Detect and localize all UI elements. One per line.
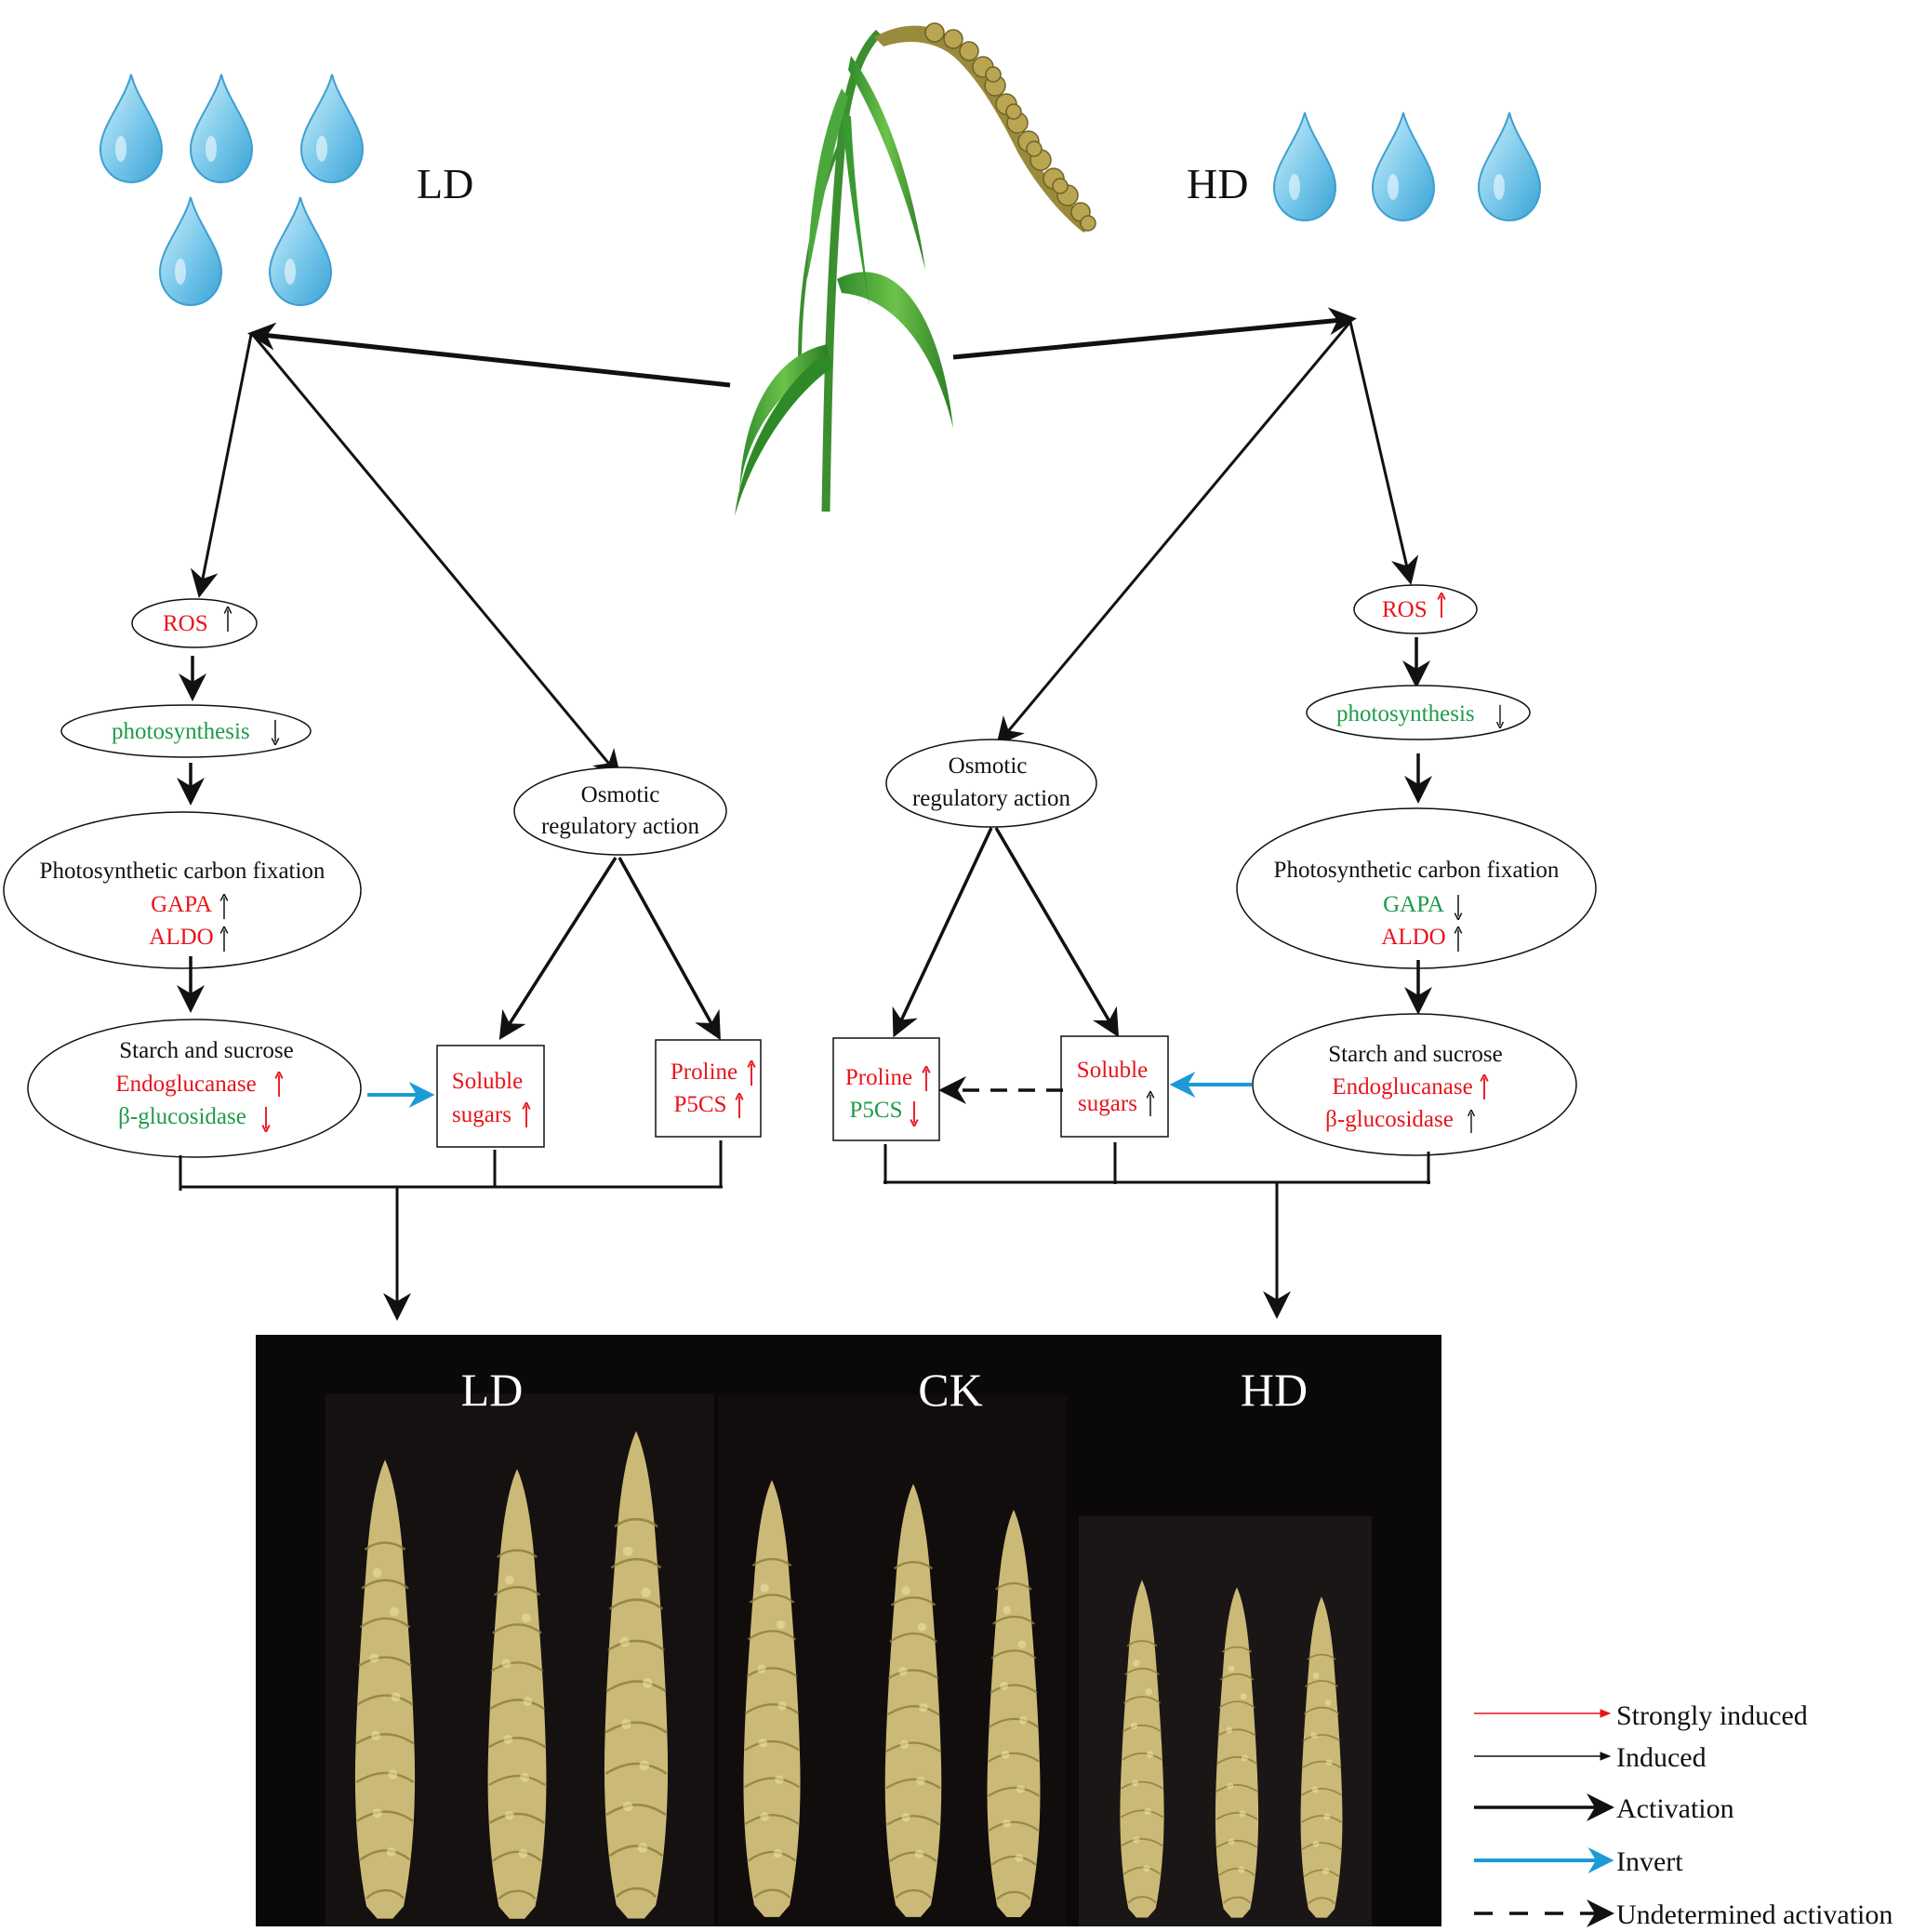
panicle-photo-panel: LD CK HD — [256, 1335, 1441, 1926]
ld-osmotic-node — [513, 766, 727, 856]
hd-gapa-label: GAPA — [1383, 892, 1444, 917]
water-drop-icon — [269, 196, 332, 306]
ld-pathway: ROS photosynthesis Photosynthetic carbon… — [3, 598, 762, 1321]
millet-plant-illustration — [735, 22, 1096, 516]
hd-osmotic-line1: Osmotic — [949, 753, 1028, 779]
water-drops-hd — [1272, 111, 1542, 222]
ld-soluble-line2: sugars — [452, 1102, 511, 1127]
legend-strongly-induced-label: Strongly induced — [1616, 1700, 1808, 1731]
hd-ros-label: ROS — [1382, 597, 1428, 622]
ld-proline-line1: Proline — [671, 1059, 737, 1085]
hd-osmotic-line2: regulatory action — [912, 786, 1071, 811]
water-drop-icon — [1272, 111, 1337, 222]
ld-glucosidase-label: β-glucosidase — [118, 1104, 246, 1129]
hd-proline-line1: Proline — [845, 1065, 912, 1090]
hd-photosynthesis-node — [1306, 685, 1531, 740]
water-drop-icon — [100, 73, 163, 183]
ld-top-label: LD — [417, 160, 473, 207]
legend-undetermined-label: Undetermined activation — [1616, 1899, 1893, 1930]
ld-aldo-label: ALDO — [149, 925, 213, 950]
hd-osmotic-node — [885, 739, 1097, 828]
hd-top-label: HD — [1187, 160, 1248, 207]
ld-osmotic-line1: Osmotic — [581, 782, 660, 807]
hd-ros-node — [1353, 584, 1478, 634]
ld-carbon-title: Photosynthetic carbon fixation — [40, 859, 325, 884]
ld-starch-sucrose-node — [27, 1019, 362, 1158]
ld-endoglucanase-label: Endoglucanase — [115, 1072, 256, 1097]
hd-carbon-title: Photosynthetic carbon fixation — [1274, 858, 1560, 883]
ld-gapa-label: GAPA — [151, 892, 212, 917]
hd-proline-box — [832, 1037, 940, 1141]
legend-induced-label: Induced — [1616, 1742, 1707, 1773]
ld-photosynthesis-label: photosynthesis — [112, 719, 250, 744]
hd-carbon-fixation-node — [1236, 807, 1597, 969]
water-drop-icon — [159, 196, 222, 306]
photo-label-hd: HD — [1241, 1364, 1308, 1416]
hd-starch-sucrose-node — [1252, 1013, 1577, 1156]
hd-endoglucanase-label: Endoglucanase — [1332, 1074, 1472, 1099]
hd-soluble-line2: sugars — [1078, 1091, 1137, 1116]
hd-photosynthesis-label: photosynthesis — [1336, 701, 1475, 726]
legend: Strongly induced Induced Activation Inve… — [1474, 1700, 1893, 1930]
hd-soluble-line1: Soluble — [1077, 1058, 1148, 1083]
legend-activation-label: Activation — [1616, 1793, 1734, 1824]
water-drop-icon — [300, 73, 364, 183]
ld-p5cs-line2: P5CS — [674, 1092, 727, 1117]
photo-label-ck: CK — [918, 1364, 982, 1416]
top-connectors — [190, 307, 1419, 779]
ld-soluble-sugars-box — [436, 1045, 545, 1148]
hd-merge-bracket — [883, 1142, 1430, 1319]
ld-photosynthesis-node — [60, 704, 312, 758]
ld-merge-bracket — [179, 1140, 723, 1321]
ld-soluble-line1: Soluble — [452, 1069, 523, 1094]
ld-ros-label: ROS — [163, 611, 208, 636]
water-drop-icon — [190, 73, 253, 183]
hd-aldo-label: ALDO — [1381, 925, 1445, 950]
photo-label-ld: LD — [461, 1364, 524, 1416]
water-drop-icon — [1477, 111, 1542, 222]
ld-osmotic-line2: regulatory action — [541, 814, 700, 839]
hd-pathway: ROS photosynthesis Photosynthetic carbon… — [832, 584, 1597, 1319]
ld-proline-box — [655, 1039, 762, 1138]
ld-carbon-fixation-node — [3, 811, 362, 969]
water-drop-icon — [1371, 111, 1436, 222]
hd-starch-title: Starch and sucrose — [1328, 1042, 1502, 1067]
hd-p5cs-line2: P5CS — [850, 1098, 903, 1123]
water-drops-ld — [100, 73, 364, 306]
ld-starch-title: Starch and sucrose — [119, 1038, 293, 1063]
hd-glucosidase-label: β-glucosidase — [1325, 1107, 1454, 1132]
hd-soluble-sugars-box — [1060, 1035, 1169, 1138]
legend-invert-label: Invert — [1616, 1846, 1683, 1877]
